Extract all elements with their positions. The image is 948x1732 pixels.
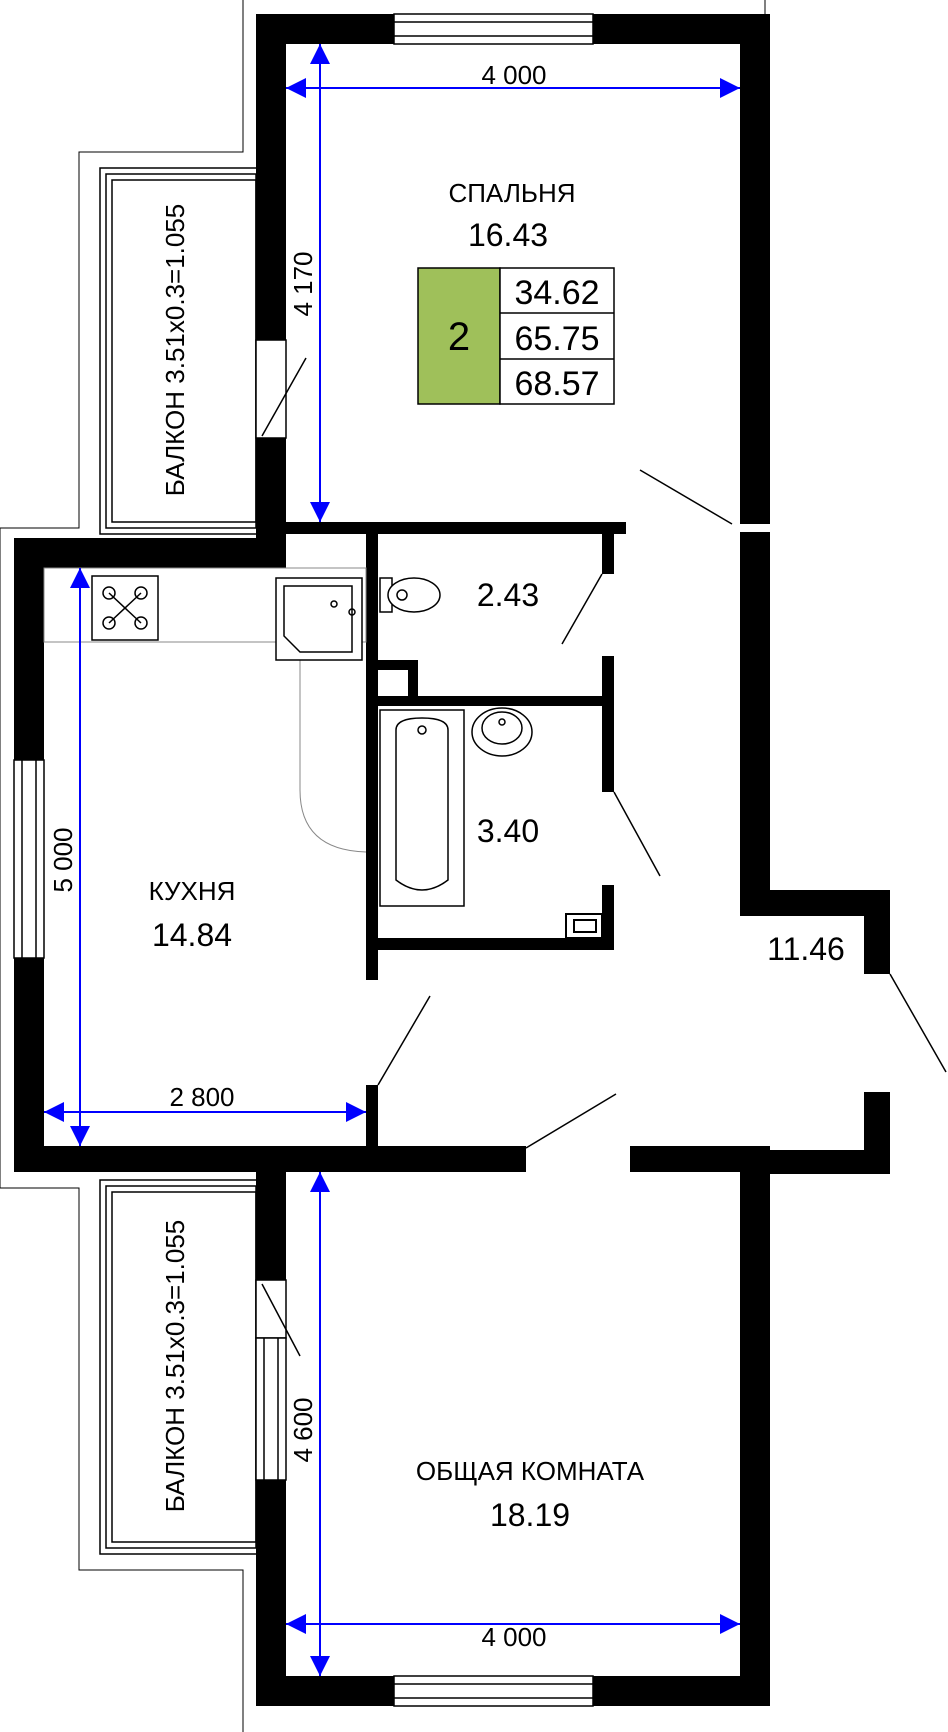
washbasin-icon <box>471 707 533 757</box>
kitchen-area: 14.84 <box>152 917 232 953</box>
living-area: 18.19 <box>490 1497 570 1533</box>
dim-kitchen-width: 2 800 <box>169 1082 234 1112</box>
dim-living-height: 4 600 <box>288 1397 318 1462</box>
total-area: 65.75 <box>514 320 599 358</box>
dim-bottom-width: 4 000 <box>481 1622 546 1652</box>
dim-bedroom-height: 4 170 <box>288 251 318 316</box>
total-with-balcony: 68.57 <box>514 365 599 403</box>
bathtub-icon <box>379 709 465 907</box>
wc-area: 2.43 <box>477 577 539 613</box>
kitchen-sink-icon <box>275 577 363 661</box>
bedroom-name: СПАЛЬНЯ <box>448 178 575 208</box>
hall-area: 11.46 <box>767 931 845 967</box>
living-name: ОБЩАЯ КОМНАТА <box>416 1456 645 1486</box>
room-count: 2 <box>448 315 470 359</box>
stove-icon <box>91 575 159 641</box>
dim-kitchen-height: 5 000 <box>48 827 78 892</box>
walls <box>14 14 890 1706</box>
dim-top-width: 4 000 <box>481 60 546 90</box>
summary-badge: 2 34.62 65.75 68.57 <box>417 267 615 405</box>
windows <box>13 13 594 1707</box>
balcony-top-label: БАЛКОН 3.51x0.3=1.055 <box>160 204 190 497</box>
kitchen-name: КУХНЯ <box>149 876 236 906</box>
kitchen-counter <box>43 567 367 853</box>
bath-area: 3.40 <box>477 813 539 849</box>
dimension-lines <box>44 44 740 1676</box>
facade-outline <box>0 0 766 1732</box>
toilet-icon <box>379 577 441 613</box>
bedroom-area: 16.43 <box>468 217 548 253</box>
living-area-total: 34.62 <box>514 274 599 312</box>
vent-shaft-icon <box>565 913 603 939</box>
doors <box>261 357 947 1357</box>
balcony-bottom-label: БАЛКОН 3.51x0.3=1.055 <box>160 1220 190 1513</box>
